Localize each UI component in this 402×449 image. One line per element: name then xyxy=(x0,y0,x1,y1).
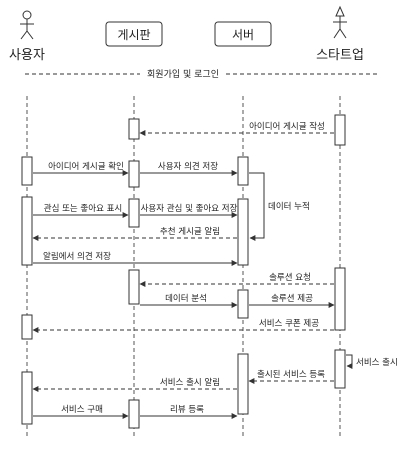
message-9-label: 데이터 분석 xyxy=(165,293,207,304)
message-8: 솔루션 요청 xyxy=(139,272,334,287)
actor-user-label: 사용자 xyxy=(9,48,45,63)
message-10-label: 솔루션 제공 xyxy=(271,293,313,304)
message-10: 솔루션 제공 xyxy=(249,293,335,308)
message-13: 출시된 서비스 등록 xyxy=(248,369,334,384)
message-4-label: 관심 또는 좋아요 표시 xyxy=(44,203,123,214)
message-3-label: 데이터 누적 xyxy=(268,201,310,212)
message-0: 아이디어 게시글 작성 xyxy=(139,121,334,136)
message-13-label: 출시된 서비스 등록 xyxy=(257,369,325,380)
activation-user-1 xyxy=(21,156,33,186)
message-1-label: 아이디어 게시글 확인 xyxy=(48,161,124,172)
message-15: 서비스 구매 xyxy=(33,405,129,419)
user-stick-figure-icon xyxy=(20,10,34,40)
section-label: 회원가입 및 로그인 xyxy=(147,68,219,80)
activation-startup-3 xyxy=(334,349,346,389)
participant-board: 게시판 xyxy=(105,21,163,47)
message-9: 데이터 분석 xyxy=(140,293,238,308)
actor-user: 사용자 xyxy=(9,10,45,63)
message-4: 관심 또는 좋아요 표시 xyxy=(33,203,129,218)
message-12-label: 서비스 출시 xyxy=(356,357,398,368)
message-15-label: 서비스 구매 xyxy=(61,405,103,415)
message-7-label: 알림에서 의견 저장 xyxy=(43,251,111,262)
message-2: 사용자 의견 저장 xyxy=(140,161,238,176)
activation-board-5 xyxy=(128,399,140,429)
activation-startup-1 xyxy=(334,114,346,146)
activation-board-3 xyxy=(128,198,140,228)
activation-board-2 xyxy=(128,160,140,188)
message-5-label: 사용자 관심 및 좋아요 저장 xyxy=(141,203,238,214)
lifelines xyxy=(26,96,341,438)
messages: 아이디어 게시글 작성 아이디어 게시글 확인 사용자 의견 저장 데이터 누적… xyxy=(32,121,398,419)
message-3: 데이터 누적 xyxy=(249,172,310,241)
actor-startup-label: 스타트업 xyxy=(316,48,364,63)
activation-server-4 xyxy=(237,353,249,415)
message-11: 서비스 쿠폰 제공 xyxy=(32,319,334,333)
activation-board-1 xyxy=(128,118,140,140)
activation-server-2 xyxy=(237,198,249,266)
activation-server-3 xyxy=(237,289,249,319)
activation-server-1 xyxy=(237,156,249,186)
participant-server-label: 서버 xyxy=(232,28,254,42)
message-11-label: 서비스 쿠폰 제공 xyxy=(259,319,319,329)
startup-stick-figure-icon xyxy=(333,5,347,39)
message-6: 추천 게시글 알림 xyxy=(32,226,237,241)
message-1: 아이디어 게시글 확인 xyxy=(33,161,129,176)
activation-user-3 xyxy=(21,314,33,340)
message-14: 서비스 출시 알림 xyxy=(32,377,237,392)
message-16-label: 리뷰 등록 xyxy=(170,405,204,415)
message-0-label: 아이디어 게시글 작성 xyxy=(249,121,325,132)
actor-startup: 스타트업 xyxy=(316,5,364,63)
message-7: 알림에서 의견 저장 xyxy=(33,251,238,266)
message-5: 사용자 관심 및 좋아요 저장 xyxy=(140,203,238,218)
participant-server: 서버 xyxy=(214,21,272,47)
section-divider: 회원가입 및 로그인 xyxy=(25,68,380,80)
activation-user-4 xyxy=(21,371,33,425)
message-16: 리뷰 등록 xyxy=(140,405,238,419)
message-14-label: 서비스 출시 알림 xyxy=(160,377,220,388)
participant-board-label: 게시판 xyxy=(117,28,150,42)
message-6-label: 추천 게시글 알림 xyxy=(160,226,220,237)
activation-board-4 xyxy=(128,269,140,305)
message-8-label: 솔루션 요청 xyxy=(269,272,311,283)
activation-startup-2 xyxy=(334,267,346,331)
activation-boxes xyxy=(21,114,346,429)
message-12: 서비스 출시 xyxy=(346,354,398,369)
activation-user-2 xyxy=(21,196,33,266)
message-2-label: 사용자 의견 저장 xyxy=(158,161,218,172)
